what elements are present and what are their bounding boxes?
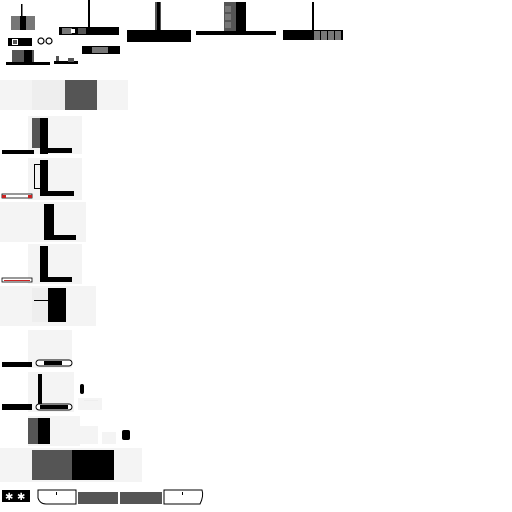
svg-text:✱: ✱ bbox=[5, 492, 13, 503]
horizontal-scrollbar-icon bbox=[282, 0, 346, 44]
star-tab-icon: ✱ ✱ bbox=[2, 488, 32, 504]
tree-branch-red-icon bbox=[0, 158, 84, 202]
tree-branch-links-icon bbox=[0, 328, 84, 370]
tab-mid-icon bbox=[78, 490, 120, 506]
tree-branch-plain-icon bbox=[0, 202, 90, 244]
window-buttons-icon bbox=[6, 36, 56, 68]
frame-corner-icon bbox=[8, 2, 38, 32]
tab-left-icon bbox=[36, 488, 80, 506]
titlebar-icon bbox=[56, 0, 120, 38]
button-pieces-icon bbox=[52, 44, 122, 66]
tab-mid2-icon bbox=[120, 490, 164, 506]
vertical-scrollbar-icon bbox=[126, 0, 192, 44]
tree-branch-block-icon bbox=[0, 286, 100, 328]
progress-bar-icon bbox=[0, 448, 144, 484]
panel-icon bbox=[0, 78, 130, 112]
tree-branch-redline-icon bbox=[0, 244, 84, 286]
tree-branch-icon bbox=[0, 116, 84, 156]
tab-right-icon bbox=[162, 488, 206, 506]
scroll-track-icon bbox=[195, 0, 277, 38]
tree-branch-pill-icon bbox=[0, 370, 110, 414]
svg-text:✱: ✱ bbox=[17, 492, 25, 503]
tree-branch-gray-icon bbox=[0, 414, 136, 448]
